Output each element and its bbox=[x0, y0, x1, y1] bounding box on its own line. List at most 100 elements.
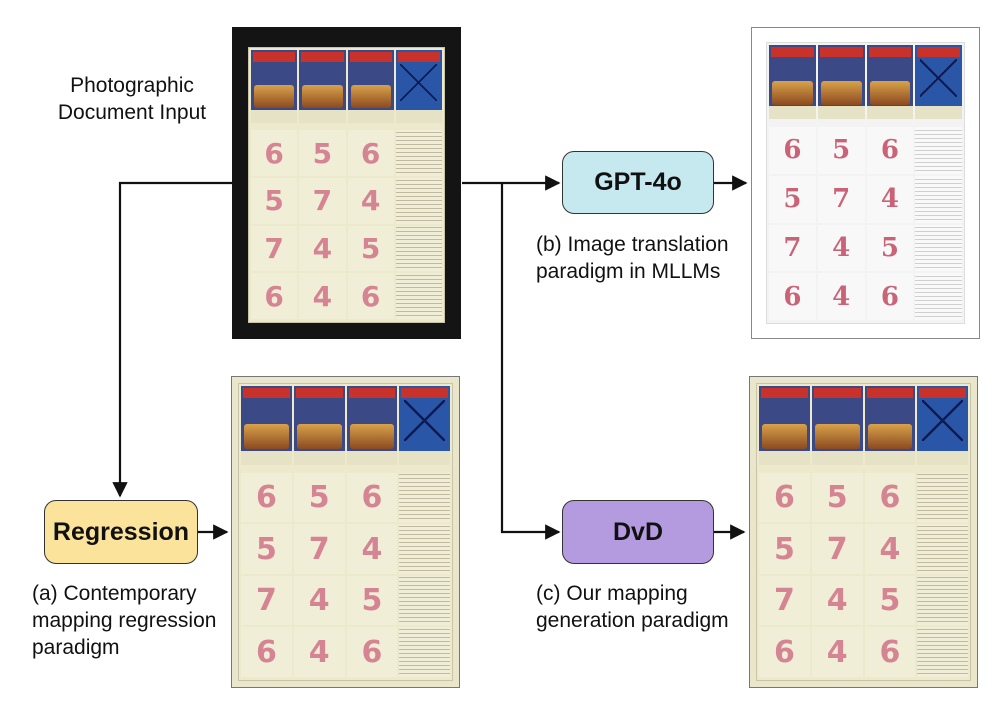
document-digit-cell: 6 bbox=[241, 627, 292, 677]
document-text-cell bbox=[395, 130, 442, 176]
document-text-cell bbox=[395, 177, 442, 224]
document-banner-panel bbox=[293, 386, 345, 465]
document-digit-cell: 6 bbox=[346, 627, 398, 677]
document-digit-cell: 5 bbox=[866, 224, 914, 272]
document-digit-cell: 6 bbox=[241, 472, 292, 523]
document-digit-cell: 5 bbox=[817, 127, 865, 174]
document-digit-cell: 6 bbox=[251, 273, 298, 319]
document-digit-cell: 5 bbox=[759, 524, 810, 574]
document-digit-cell: 7 bbox=[251, 225, 298, 272]
document-banner-panel bbox=[811, 386, 863, 465]
arrow-input-to-regression bbox=[112, 181, 232, 498]
regression-label: Regression bbox=[52, 517, 190, 546]
document-text-cell bbox=[915, 273, 962, 320]
document-digit-cell: 7 bbox=[241, 575, 292, 626]
document-banner-panel bbox=[915, 45, 962, 120]
document-digit-cell: 4 bbox=[293, 575, 345, 626]
gpt-4o-label: GPT-4o bbox=[594, 168, 682, 196]
document-banner bbox=[239, 384, 452, 467]
document-banner-panel bbox=[917, 386, 968, 465]
document-digit-cell: 6 bbox=[866, 273, 914, 320]
document-digit-cell: 6 bbox=[864, 472, 916, 523]
document-digit-cell: 6 bbox=[759, 627, 810, 677]
document-banner bbox=[249, 48, 444, 125]
document-digit-cell: 4 bbox=[866, 175, 914, 223]
dvd-label: DvD bbox=[612, 517, 663, 546]
document-digit-cell: 6 bbox=[251, 130, 298, 176]
document-banner-panel bbox=[769, 45, 816, 120]
document-digit-cell: 4 bbox=[347, 177, 394, 224]
input-label-line-2: Document Input bbox=[57, 101, 207, 124]
document-digit-cell: 5 bbox=[251, 177, 298, 224]
input-label: Photographic Document Input bbox=[37, 72, 227, 126]
document-banner-panel bbox=[759, 386, 810, 465]
document-digit-cell: 4 bbox=[811, 627, 863, 677]
document-digit-cell: 5 bbox=[241, 524, 292, 574]
document-text-cell bbox=[399, 575, 450, 626]
gpt-caption: (b) Image translation paradigm in MLLMs bbox=[536, 231, 729, 285]
document-digit-cell: 6 bbox=[864, 627, 916, 677]
document-digit-cell: 5 bbox=[347, 225, 394, 272]
document-digit-cell: 7 bbox=[293, 524, 345, 574]
document-digit-cell: 4 bbox=[817, 273, 865, 320]
dvd-caption-line-1: (c) Our mapping bbox=[536, 582, 688, 605]
document-digit-cell: 7 bbox=[811, 524, 863, 574]
regression-caption-line-2: mapping regression bbox=[32, 609, 217, 632]
document-text-cell bbox=[917, 472, 968, 523]
document-banner-panel bbox=[346, 386, 398, 465]
regression-caption-line-3: paradigm bbox=[32, 636, 120, 659]
document-digit-cell: 4 bbox=[346, 524, 398, 574]
document-digit-cell: 5 bbox=[346, 575, 398, 626]
document-digit-cell: 6 bbox=[347, 130, 394, 176]
document-text-cell bbox=[915, 175, 962, 223]
document-text-cell bbox=[917, 575, 968, 626]
document-text-cell bbox=[915, 224, 962, 272]
document-digit-cell: 6 bbox=[759, 472, 810, 523]
document-digit-cell: 4 bbox=[299, 273, 346, 319]
document-digit-cell: 4 bbox=[299, 225, 346, 272]
document-digit-cell: 6 bbox=[769, 273, 816, 320]
document-digit-cell: 5 bbox=[293, 472, 345, 523]
document-banner-panel bbox=[399, 386, 450, 465]
regression-caption-line-1: (a) Contemporary bbox=[32, 582, 197, 605]
document-digit-cell: 6 bbox=[769, 127, 816, 174]
dvd-caption-line-2: generation paradigm bbox=[536, 609, 729, 632]
document-text-cell bbox=[917, 627, 968, 677]
document-text-cell bbox=[399, 472, 450, 523]
document-banner-panel bbox=[817, 45, 865, 120]
document-text-cell bbox=[399, 627, 450, 677]
document-banner-panel bbox=[395, 50, 442, 123]
gpt-caption-line-2: paradigm in MLLMs bbox=[536, 260, 721, 283]
document-banner bbox=[757, 384, 970, 467]
document-text-cell bbox=[395, 273, 442, 319]
document-text-cell bbox=[395, 225, 442, 272]
gpt-4o-box: GPT-4o bbox=[562, 151, 714, 214]
document-digit-cell: 7 bbox=[817, 175, 865, 223]
document-digit-cell: 5 bbox=[299, 130, 346, 176]
document-digit-cell: 4 bbox=[811, 575, 863, 626]
document-digit-cell: 5 bbox=[811, 472, 863, 523]
dvd-box: DvD bbox=[562, 500, 714, 564]
document-digit-cell: 6 bbox=[347, 273, 394, 319]
document-banner-panel bbox=[241, 386, 292, 465]
document-digit-cell: 7 bbox=[759, 575, 810, 626]
arrow-input-to-dvd bbox=[500, 183, 561, 540]
document-banner-panel bbox=[866, 45, 914, 120]
document-text-cell bbox=[399, 524, 450, 574]
document-digit-cell: 7 bbox=[769, 224, 816, 272]
document-digit-cell: 5 bbox=[864, 575, 916, 626]
document-digit-cell: 4 bbox=[864, 524, 916, 574]
regression-box: Regression bbox=[44, 500, 198, 564]
document-digit-cell: 4 bbox=[293, 627, 345, 677]
document-banner-panel bbox=[299, 50, 346, 123]
